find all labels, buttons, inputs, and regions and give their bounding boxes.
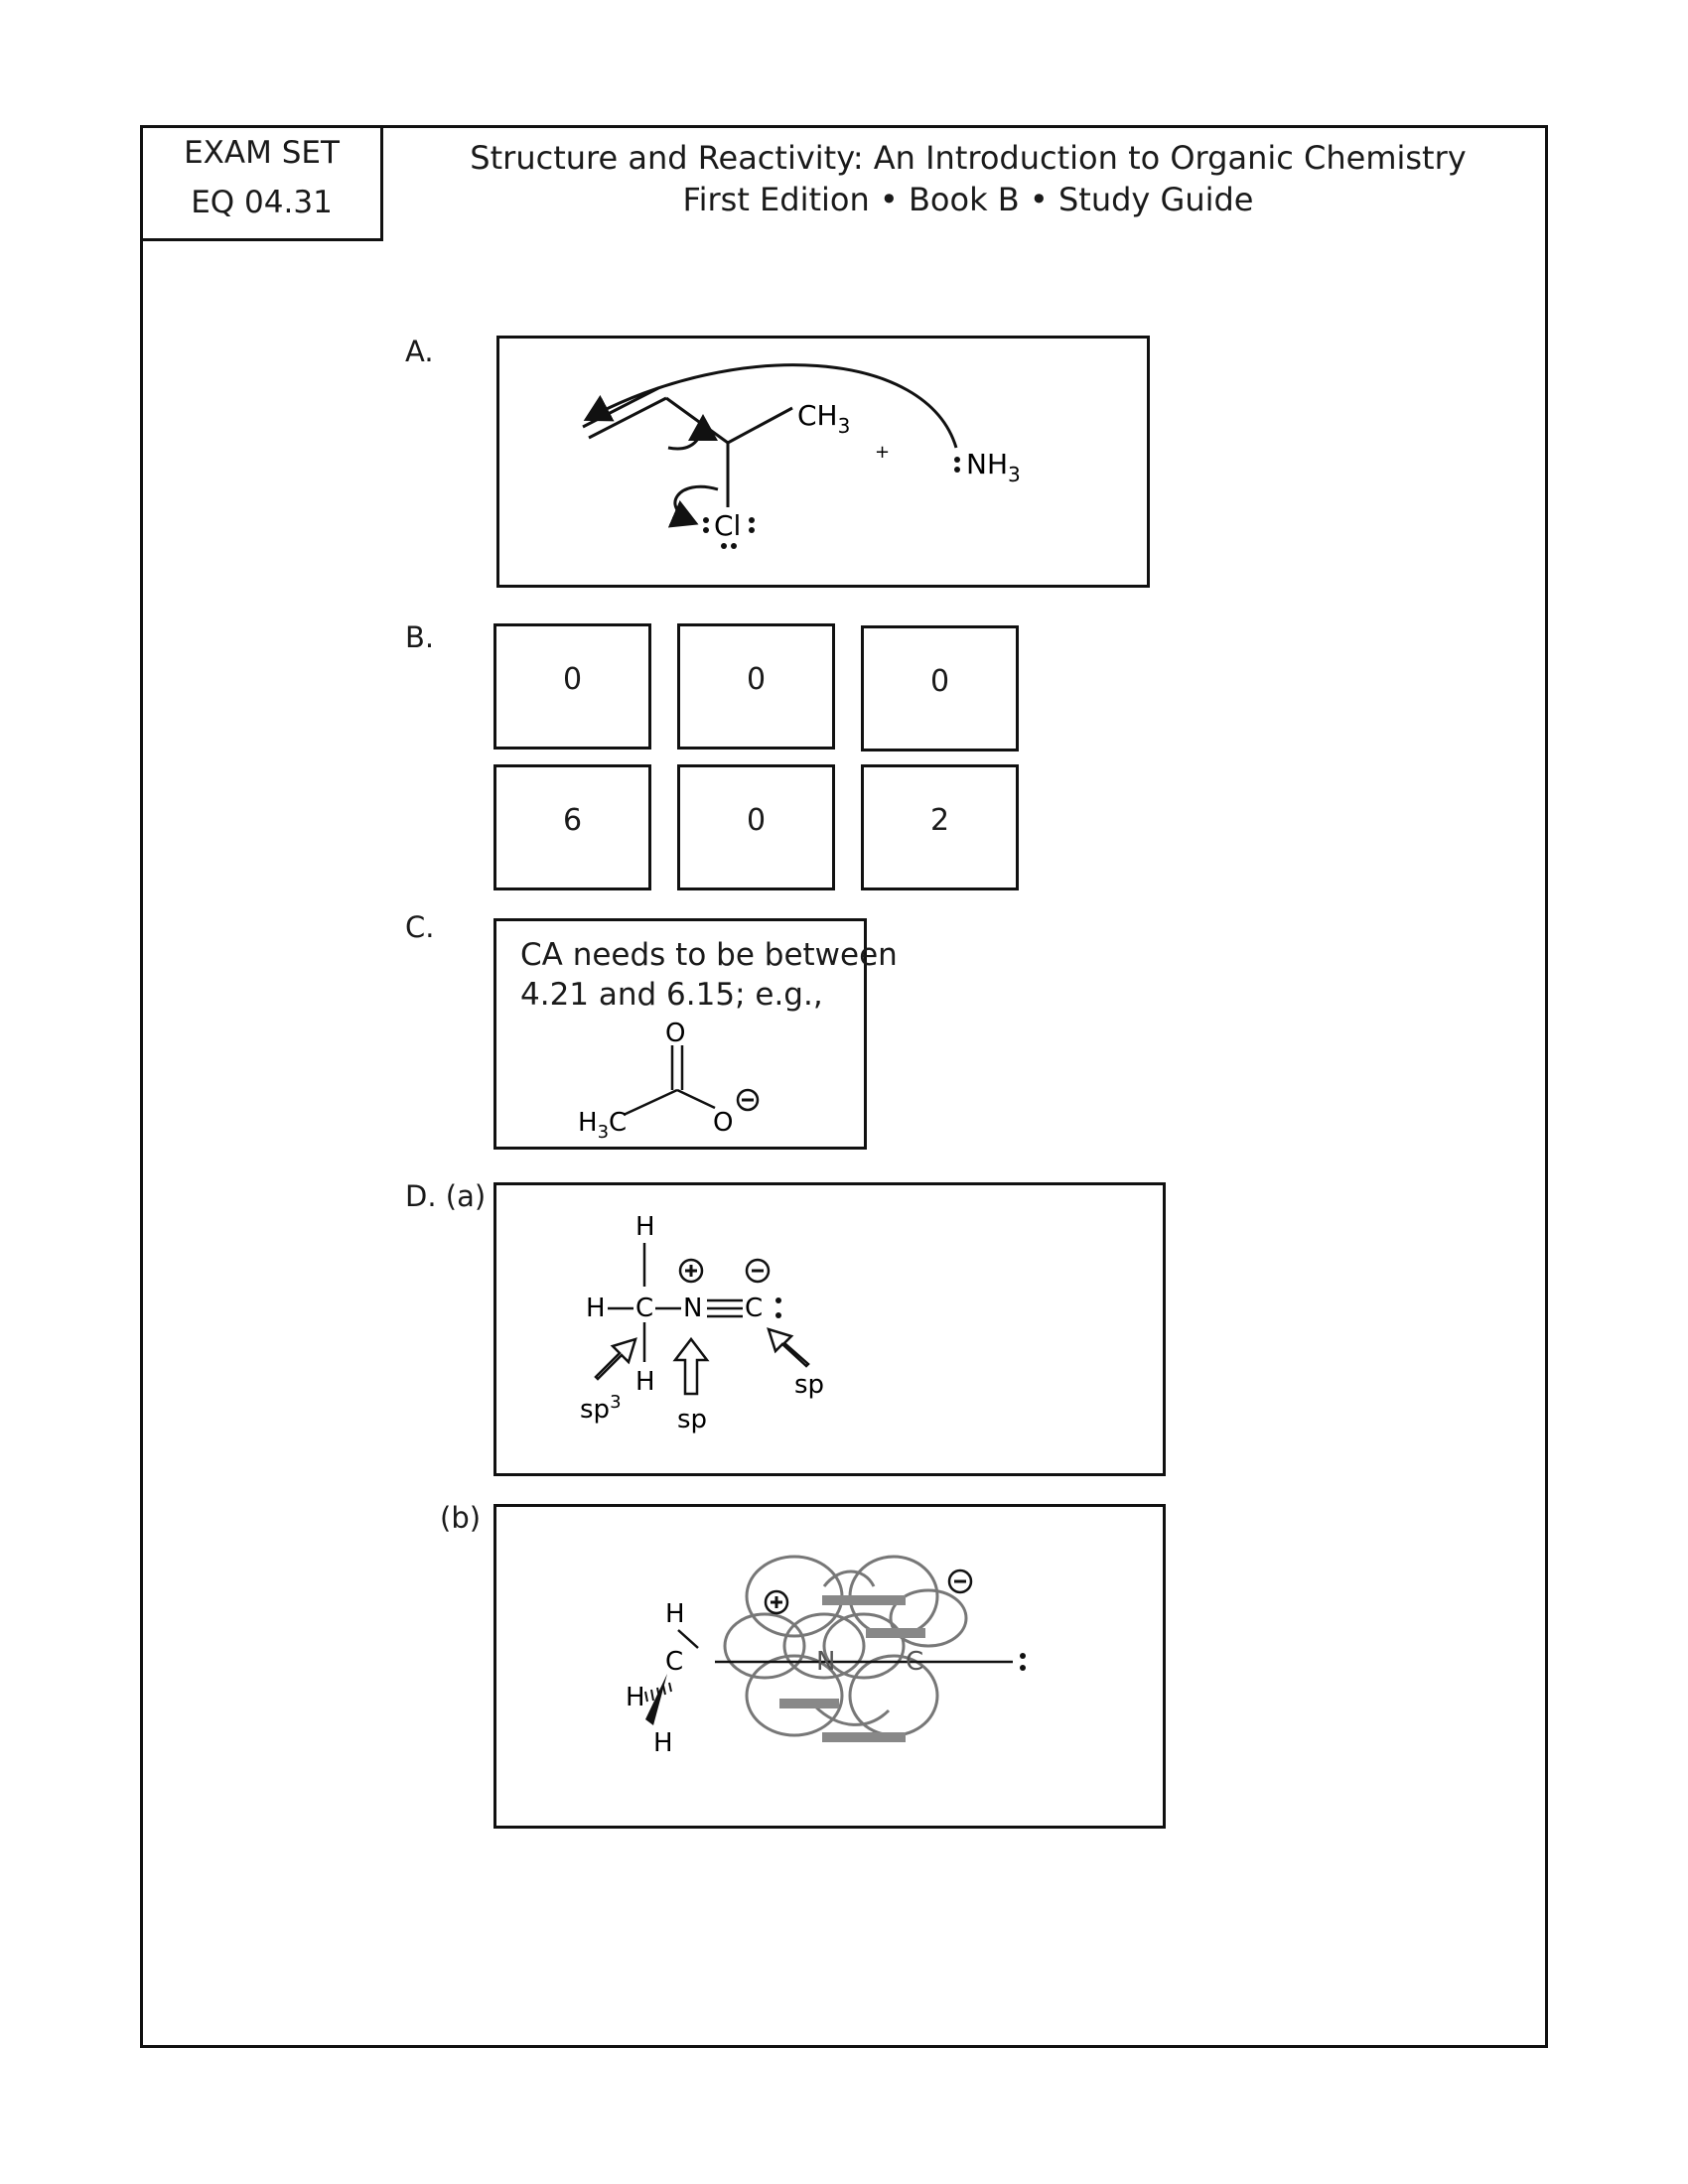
- section-b-label: B.: [405, 620, 435, 654]
- isocyanide-carbon-3d: C: [906, 1647, 923, 1677]
- section-c-box: O O H3C: [493, 918, 867, 1150]
- methyl-isocyanide-hybridization: H C H H N C sp3 sp sp: [580, 1212, 824, 1434]
- page-header: Structure and Reactivity: An Introductio…: [427, 137, 1509, 220]
- p-orbital-lobes: [723, 1555, 968, 1737]
- ammonia-label: NH3: [966, 448, 1021, 486]
- carbonyl-oxygen: O: [665, 1019, 685, 1048]
- h-wedge-3d: H: [653, 1728, 673, 1758]
- h-hashed-3d: H: [626, 1683, 645, 1712]
- formal-charge-cell: 0: [493, 623, 651, 750]
- solid-wedge: [645, 1674, 667, 1725]
- exam-question-number: EQ 04.31: [191, 185, 333, 220]
- h-bottom: H: [635, 1367, 655, 1397]
- sp-label-carbon: sp: [794, 1370, 824, 1400]
- ch3-label: CH3: [797, 399, 850, 438]
- nitrogen-3d: N: [816, 1647, 835, 1677]
- section-d-label: D. (a): [405, 1179, 487, 1213]
- orbital-overlap-diagram: C N C H H H: [626, 1555, 1026, 1758]
- formal-charge-cell: 0: [677, 623, 835, 750]
- section-a-box: CH3 + NH3 Cl: [496, 336, 1150, 588]
- h-left: H: [586, 1294, 606, 1323]
- section-d-b-label: (b): [440, 1501, 482, 1535]
- formal-charge-cell: 0: [677, 764, 835, 890]
- pi-bond-bars: [779, 1595, 925, 1742]
- section-c-label: C.: [405, 910, 435, 944]
- methyl-label: H3C: [578, 1108, 627, 1143]
- section-d-b-box: C N C H H H: [493, 1504, 1166, 1829]
- book-subtitle: First Edition • Book B • Study Guide: [682, 181, 1254, 218]
- formal-charge-cell: 6: [493, 764, 651, 890]
- carboxylate-oxygen: O: [713, 1108, 733, 1138]
- nitrogen: N: [683, 1294, 702, 1323]
- chlorine-label: Cl: [714, 509, 741, 542]
- plus-sign: +: [875, 442, 890, 463]
- formal-charge-cell: 0: [861, 625, 1019, 751]
- methyl-carbon-3d: C: [665, 1647, 683, 1677]
- section-d-a-box: H C H H N C sp3 sp sp: [493, 1182, 1166, 1476]
- exam-tag: EXAM SET EQ 04.31: [140, 125, 383, 241]
- page-frame: [140, 125, 1548, 2048]
- exam-set-label: EXAM SET: [184, 135, 340, 171]
- isocyanide-carbon: C: [745, 1294, 763, 1323]
- h-top: H: [635, 1212, 655, 1242]
- section-c-answer: CA needs to be between 4.21 and 6.15; e.…: [520, 937, 898, 1013]
- formal-charge-cell: 2: [861, 764, 1019, 890]
- sp3-label: sp3: [580, 1392, 622, 1425]
- methyl-carbon: C: [635, 1294, 653, 1323]
- sp-label-nitrogen: sp: [677, 1405, 707, 1434]
- allylic-chloride-mechanism: CH3 + NH3 Cl: [582, 363, 1021, 549]
- h-top-3d: H: [665, 1599, 685, 1629]
- section-a-label: A.: [405, 335, 434, 368]
- book-title: Structure and Reactivity: An Introductio…: [470, 139, 1467, 177]
- acetate-structure: O O H3C: [578, 1019, 760, 1143]
